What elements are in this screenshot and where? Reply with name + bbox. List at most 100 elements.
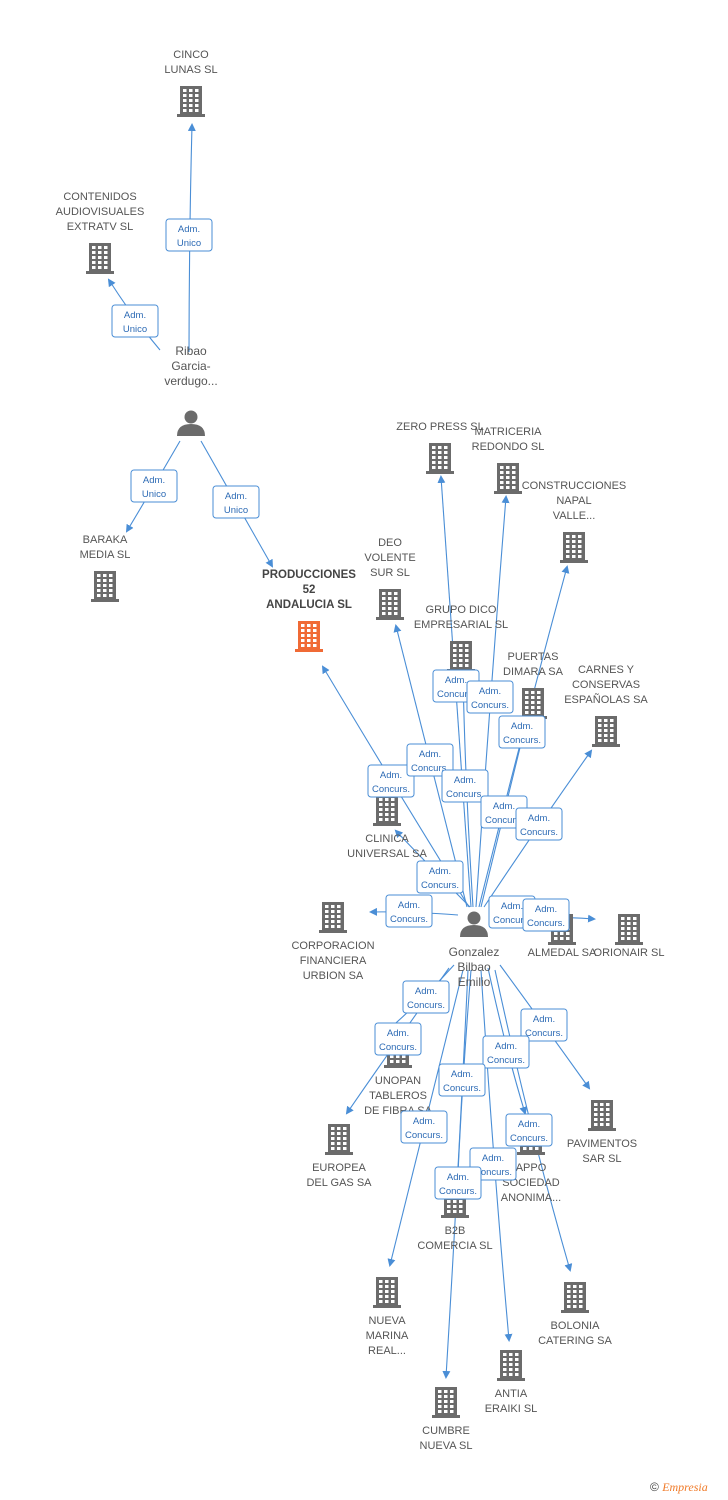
corporacion-building-icon[interactable] [319, 902, 347, 933]
role-tag-gonzalez-construcciones[interactable]: Adm. Concurs. [498, 715, 546, 749]
carnes-building-icon[interactable] [592, 716, 620, 747]
svg-text:Concurs.: Concurs. [443, 1083, 481, 1094]
svg-text:Concurs.: Concurs. [407, 1000, 445, 1011]
svg-text:Concurs.: Concurs. [372, 784, 410, 795]
svg-text:Adm.: Adm. [528, 813, 550, 824]
baraka-building-icon[interactable] [91, 571, 119, 602]
puertas-building-icon[interactable] [519, 688, 547, 719]
role-tag-ribao-producciones[interactable]: Adm.Unico [212, 485, 260, 519]
svg-text:Adm.: Adm. [380, 770, 402, 781]
role-tag-gonzalez-unopan[interactable]: Adm. Concurs. [402, 980, 450, 1014]
role-tag-gonzalez-grupo[interactable]: Adm. Concurs. [441, 769, 489, 803]
svg-text:Concurs.: Concurs. [446, 789, 484, 800]
nueva-building-icon[interactable] [373, 1277, 401, 1308]
role-tag-gonzalez-appo[interactable]: Adm.Concurs. [482, 1035, 530, 1069]
cumbre-building-icon[interactable] [432, 1387, 460, 1418]
role-tag-gonzalez-b2b[interactable]: Adm.Concurs. [438, 1063, 486, 1097]
svg-text:Adm.: Adm. [518, 1119, 540, 1130]
svg-text:Adm.: Adm. [495, 1041, 517, 1052]
svg-text:Adm.: Adm. [535, 904, 557, 915]
bolonia-building-icon[interactable] [561, 1282, 589, 1313]
role-tag-gonzalez-bolonia[interactable]: Adm. Concurs. [505, 1113, 553, 1147]
almedal-label: ALMEDAL SA [528, 947, 597, 959]
role-tag-gonzalez-matriceria[interactable]: Adm. Concurs. [466, 680, 514, 714]
svg-text:Unico: Unico [177, 238, 201, 249]
svg-text:Concurs.: Concurs. [471, 700, 509, 711]
svg-text:Adm.: Adm. [445, 675, 467, 686]
ribao-person-icon[interactable] [177, 410, 205, 437]
producciones-building-icon[interactable] [295, 621, 323, 652]
role-tag-gonzalez-clinica[interactable]: Adm.Concurs. [416, 860, 464, 894]
svg-text:Concurs.: Concurs. [503, 735, 541, 746]
svg-text:Adm.: Adm. [454, 775, 476, 786]
deo-building-icon[interactable] [376, 589, 404, 620]
cinco-building-icon[interactable] [177, 86, 205, 117]
svg-text:Adm.: Adm. [178, 224, 200, 235]
svg-text:Concurs.: Concurs. [421, 880, 459, 891]
svg-text:Concurs.: Concurs. [437, 689, 475, 700]
role-tag-gonzalez-producciones[interactable]: Adm. Concurs. [367, 764, 415, 798]
role-tag-gonzalez-carnes[interactable]: Adm. Concurs. [515, 807, 563, 841]
svg-text:Adm.: Adm. [398, 900, 420, 911]
copyright-symbol: © [650, 1480, 659, 1494]
clinica-building-icon[interactable] [373, 795, 401, 826]
construcciones-building-icon[interactable] [560, 532, 588, 563]
role-tag-ribao-cinco[interactable]: Adm. Unico [165, 218, 213, 252]
svg-text:Adm.: Adm. [533, 1014, 555, 1025]
svg-text:Concurs.: Concurs. [405, 1130, 443, 1141]
role-tag-ribao-contenidos[interactable]: Adm.Unico [111, 304, 159, 338]
europea-building-icon[interactable] [325, 1124, 353, 1155]
svg-text:Adm.: Adm. [447, 1172, 469, 1183]
role-tag-gonzalez-nueva[interactable]: Adm.Concurs. [400, 1110, 448, 1144]
role-tag-gonzalez-pavimentos[interactable]: Adm. Concurs. [520, 1008, 568, 1042]
pavimentos-building-icon[interactable] [588, 1100, 616, 1131]
contenidos-building-icon[interactable] [86, 243, 114, 274]
grupo-building-icon[interactable] [447, 641, 475, 672]
svg-text:Adm.: Adm. [419, 749, 441, 760]
orionair-label: ORIONAIR SL [594, 947, 665, 959]
role-tag-gonzalez-corporacion[interactable]: Adm. Concurs. [385, 894, 433, 928]
svg-text:Adm.: Adm. [493, 801, 515, 812]
zero-building-icon[interactable] [426, 443, 454, 474]
role-tag-gonzalez-deo[interactable]: Adm.Concurs. [406, 743, 454, 777]
svg-text:Concurs.: Concurs. [527, 918, 565, 929]
svg-text:Adm.: Adm. [415, 986, 437, 997]
svg-text:Adm.: Adm. [225, 491, 247, 502]
role-tag-ribao-baraka[interactable]: Adm.Unico [130, 469, 178, 503]
role-tag-gonzalez-cumbre[interactable]: Adm.Concurs. [434, 1166, 482, 1200]
svg-text:Concurs.: Concurs. [474, 1167, 512, 1178]
svg-text:Concurs.: Concurs. [390, 914, 428, 925]
svg-text:Concurs.: Concurs. [379, 1042, 417, 1053]
svg-text:Adm.: Adm. [511, 721, 533, 732]
svg-text:Adm.: Adm. [479, 686, 501, 697]
antia-building-icon[interactable] [497, 1350, 525, 1381]
matriceria-building-icon[interactable] [494, 463, 522, 494]
orionair-building-icon[interactable] [615, 914, 643, 945]
svg-text:Concurs.: Concurs. [510, 1133, 548, 1144]
footer-brand[interactable]: © Empresia [650, 1480, 708, 1495]
role-tag-gonzalez-europea[interactable]: Adm.Concurs. [374, 1022, 422, 1056]
zero-label: ZERO PRESS SL [396, 421, 483, 433]
svg-text:Concurs.: Concurs. [520, 827, 558, 838]
svg-text:Adm.: Adm. [124, 310, 146, 321]
gonzalez-person-icon[interactable] [460, 911, 488, 938]
svg-text:Concurs.: Concurs. [525, 1028, 563, 1039]
role-tag-gonzalez-orionair[interactable]: Adm. Concurs. [522, 898, 570, 932]
